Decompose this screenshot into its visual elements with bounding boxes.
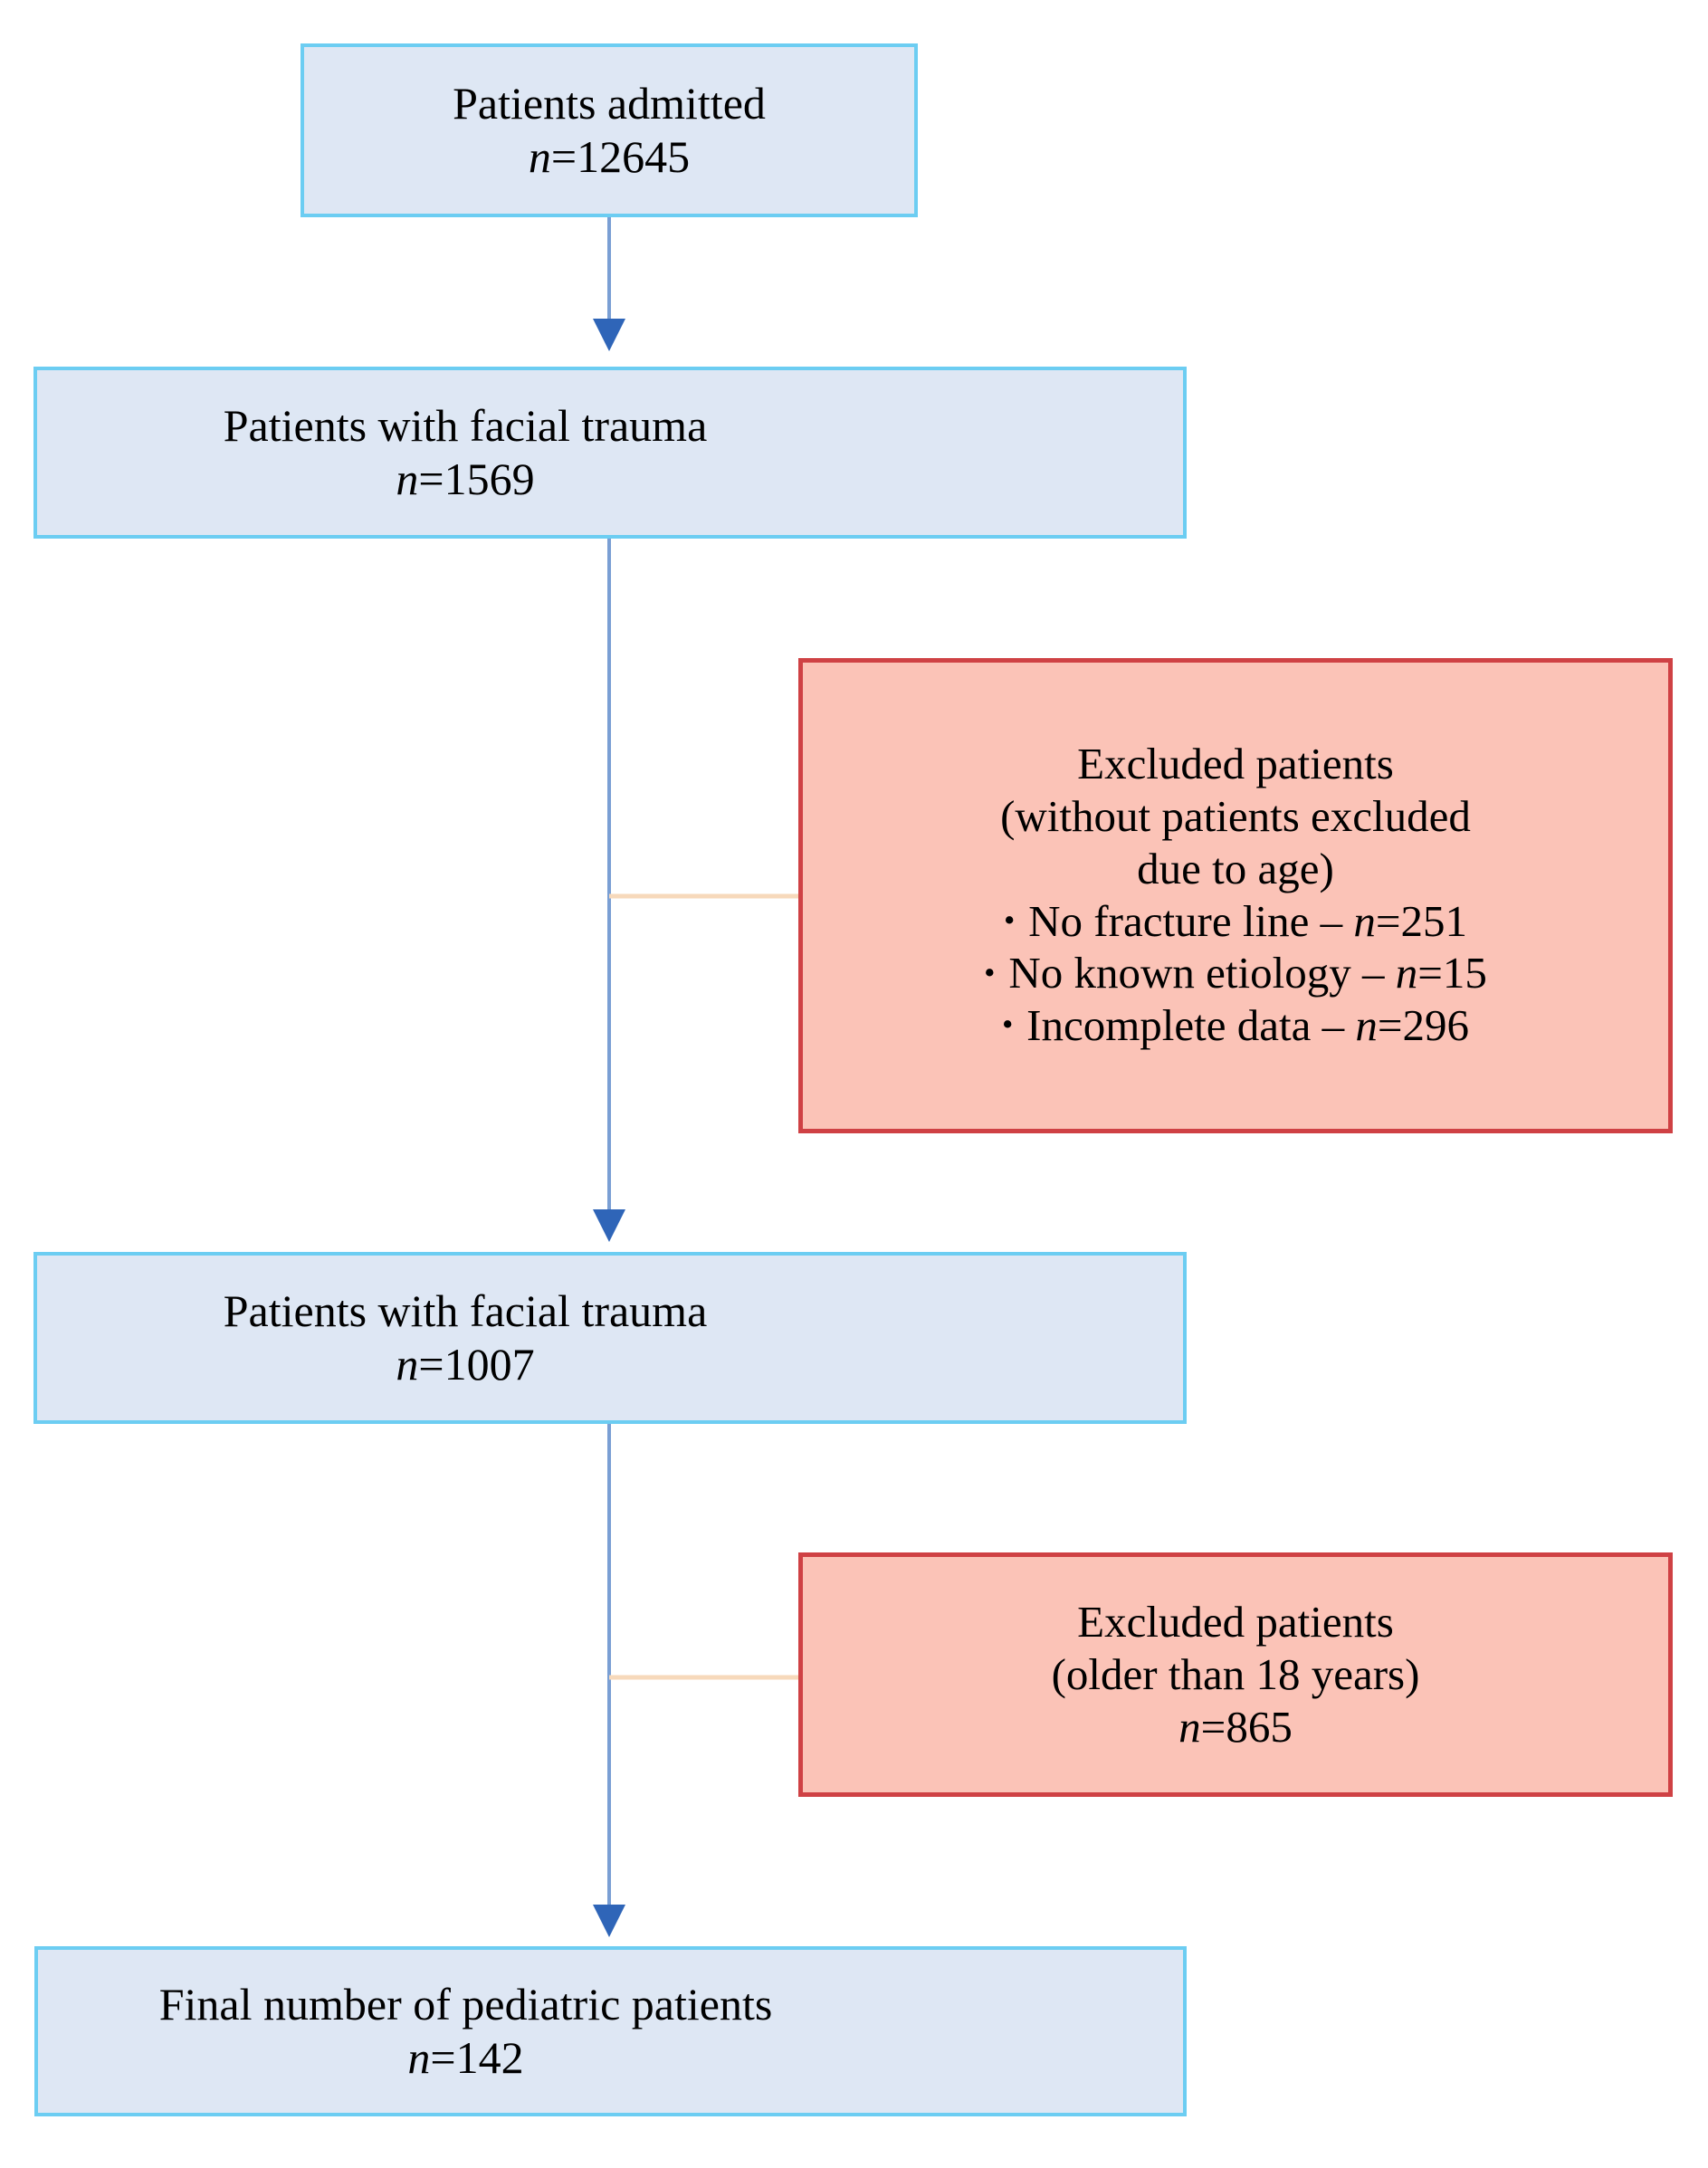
equals-symbol: = (550, 131, 577, 182)
node-label: Final number of pediatric patients (158, 1979, 773, 2030)
reason-text: Incomplete data – (1026, 1000, 1356, 1051)
n-symbol: n (528, 131, 551, 182)
n-symbol: n (396, 454, 419, 504)
node-label: Patients with facial trauma (223, 1285, 708, 1336)
n-value: 1569 (444, 454, 535, 504)
n-symbol: n (1395, 948, 1418, 998)
bullet-icon: • (984, 954, 996, 990)
node-final-pediatric-patients: Final number of pediatric patients n=142 (34, 1946, 1187, 2116)
equals-symbol: = (1377, 1000, 1403, 1051)
equals-symbol: = (418, 1339, 444, 1390)
n-value: 15 (1442, 948, 1487, 998)
n-symbol: n (1355, 1000, 1378, 1051)
n-symbol: n (396, 1339, 419, 1390)
list-item: • No known etiology – n=15 (816, 947, 1656, 999)
excluded-title-line-1: Excluded patients (1077, 739, 1394, 789)
equals-symbol: = (1200, 1701, 1226, 1752)
arrow-facial-trauma-2-to-final (593, 1424, 625, 1937)
node-count: n=865 (1178, 1701, 1293, 1753)
n-value: 251 (1400, 895, 1468, 946)
equals-symbol: = (1417, 948, 1443, 998)
n-value: 142 (455, 2032, 524, 2083)
arrow-facial-trauma-1-to-facial-trauma-2 (593, 539, 625, 1242)
n-symbol: n (1178, 1701, 1201, 1752)
list-item: • No fracture line – n=251 (816, 895, 1656, 948)
reason-text: No known etiology – (1008, 948, 1396, 998)
n-value: 296 (1402, 1000, 1470, 1051)
excluded-title-line-2: (without patients excluded (1000, 790, 1471, 841)
node-patients-admitted: Patients admitted n=12645 (301, 43, 918, 217)
excluded-reason-list: •No fracture line – n=251 •No known etio… (816, 895, 1656, 1052)
node-count: n=142 (407, 2031, 523, 2085)
excluded-title-line-1: Excluded patients (1077, 1597, 1394, 1647)
n-value: 1007 (444, 1339, 535, 1390)
arrow-admitted-to-facial-trauma-1 (593, 217, 625, 351)
equals-symbol: = (430, 2032, 456, 2083)
bullet-icon: • (1001, 1007, 1014, 1043)
equals-symbol: = (418, 454, 444, 504)
n-symbol: n (407, 2032, 431, 2083)
bullet-icon: • (1004, 902, 1016, 938)
node-label: Patients with facial trauma (223, 400, 708, 451)
node-excluded-patients-non-age: Excluded patients (without patients excl… (798, 658, 1673, 1133)
excluded-title-line-2: (older than 18 years) (1051, 1649, 1420, 1700)
node-count: n=1569 (396, 453, 534, 506)
node-excluded-patients-age: Excluded patients (older than 18 years) … (798, 1552, 1673, 1797)
list-item: • Incomplete data – n=296 (816, 999, 1656, 1052)
node-count: n=12645 (529, 130, 690, 184)
reason-text: No fracture line – (1028, 895, 1354, 946)
equals-symbol: = (1375, 895, 1401, 946)
node-patients-facial-trauma-1007: Patients with facial trauma n=1007 (33, 1252, 1187, 1424)
node-patients-facial-trauma-1569: Patients with facial trauma n=1569 (33, 367, 1187, 539)
n-value: 865 (1226, 1701, 1293, 1752)
n-symbol: n (1353, 895, 1376, 946)
node-count: n=1007 (396, 1338, 534, 1391)
n-value: 12645 (577, 131, 691, 182)
node-label: Patients admitted (453, 78, 766, 129)
excluded-title-line-3: due to age) (1137, 843, 1334, 893)
